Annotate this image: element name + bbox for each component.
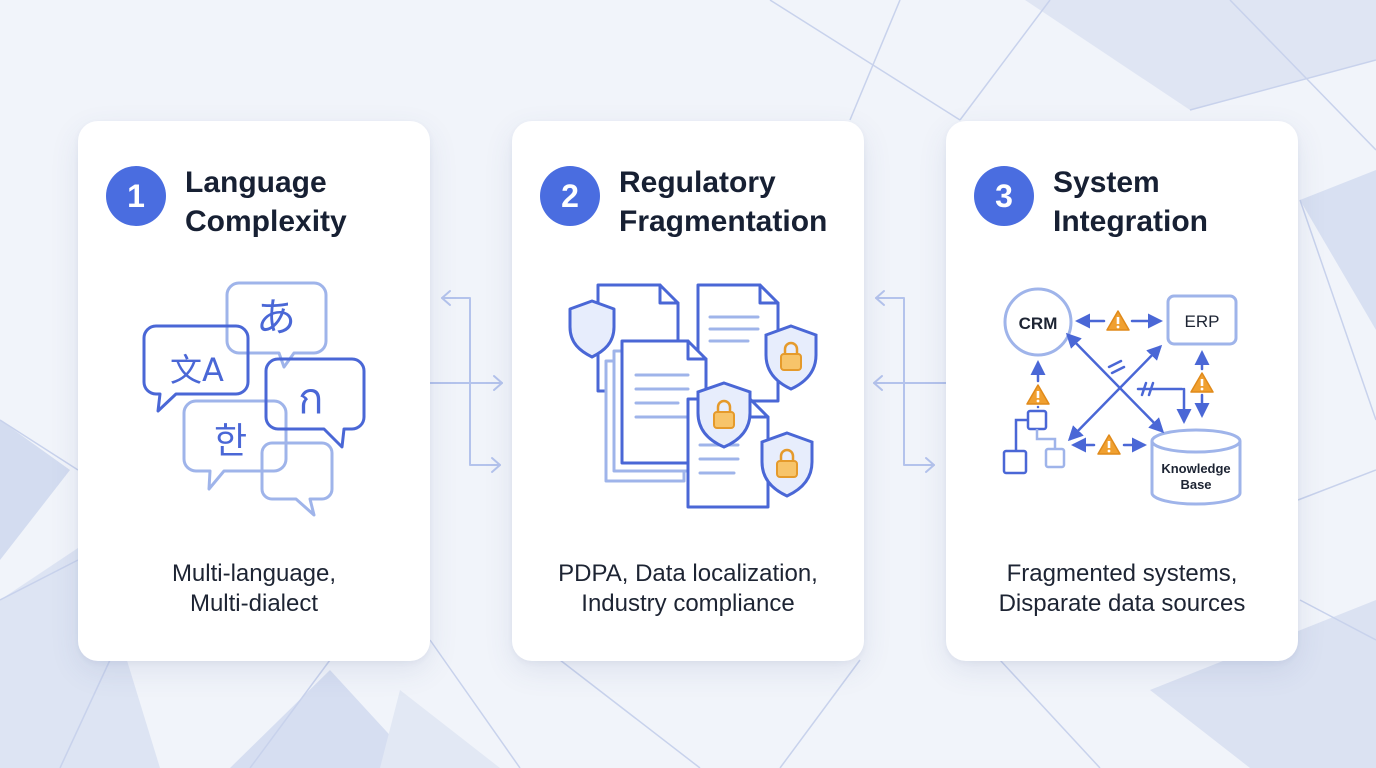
card-system-integration: 3 System Integration CRM ERP Knowledge B… [946, 121, 1298, 661]
card-title: System Integration [1053, 166, 1208, 238]
erp-node [1166, 294, 1238, 346]
card-regulatory-fragmentation: 2 Regulatory Fragmentation [512, 121, 864, 661]
card-description: PDPA, Data localization, Industry compli… [558, 560, 818, 617]
card-description: Fragmented systems, Disparate data sourc… [998, 560, 1246, 617]
warning-icon [1097, 434, 1121, 455]
card-title: Language Complexity [185, 166, 347, 238]
warning-icon [1026, 384, 1050, 405]
speech-bubbles-icon: あ 文A ก 한 [142, 281, 366, 517]
step-number-badge: 1 [106, 166, 166, 226]
crm-node [1003, 287, 1073, 357]
lock-icon [764, 324, 818, 391]
step-number-badge: 3 [974, 166, 1034, 226]
step-number-badge: 2 [540, 166, 600, 226]
connector-arrows-2-3 [873, 290, 947, 473]
thai-glyph: ก [298, 374, 323, 423]
card-title: Regulatory Fragmentation [619, 166, 828, 238]
lock-icon [760, 431, 814, 498]
database-icon [1150, 428, 1242, 506]
hangul-glyph: 한 [214, 421, 247, 462]
hiragana-glyph: あ [256, 295, 296, 341]
connector-arrows-1-2 [430, 290, 503, 473]
lock-icon [696, 381, 752, 449]
crm-label: CRM [1019, 314, 1058, 333]
system-integration-icon: CRM ERP Knowledge Base [1002, 287, 1242, 506]
card-description: Multi-language, Multi-dialect [171, 560, 337, 617]
warning-icon [1190, 372, 1214, 393]
kb-label-1: Knowledge [1161, 461, 1230, 476]
documents-shield-lock-icon [568, 283, 818, 509]
kb-label-2: Base [1180, 477, 1211, 492]
card-language-complexity: 1 Language Complexity あ 文A ก 한 Multi-lan… [78, 121, 430, 661]
erp-label: ERP [1185, 312, 1220, 331]
translate-glyph: 文A [170, 351, 224, 389]
warning-icon [1106, 310, 1130, 331]
